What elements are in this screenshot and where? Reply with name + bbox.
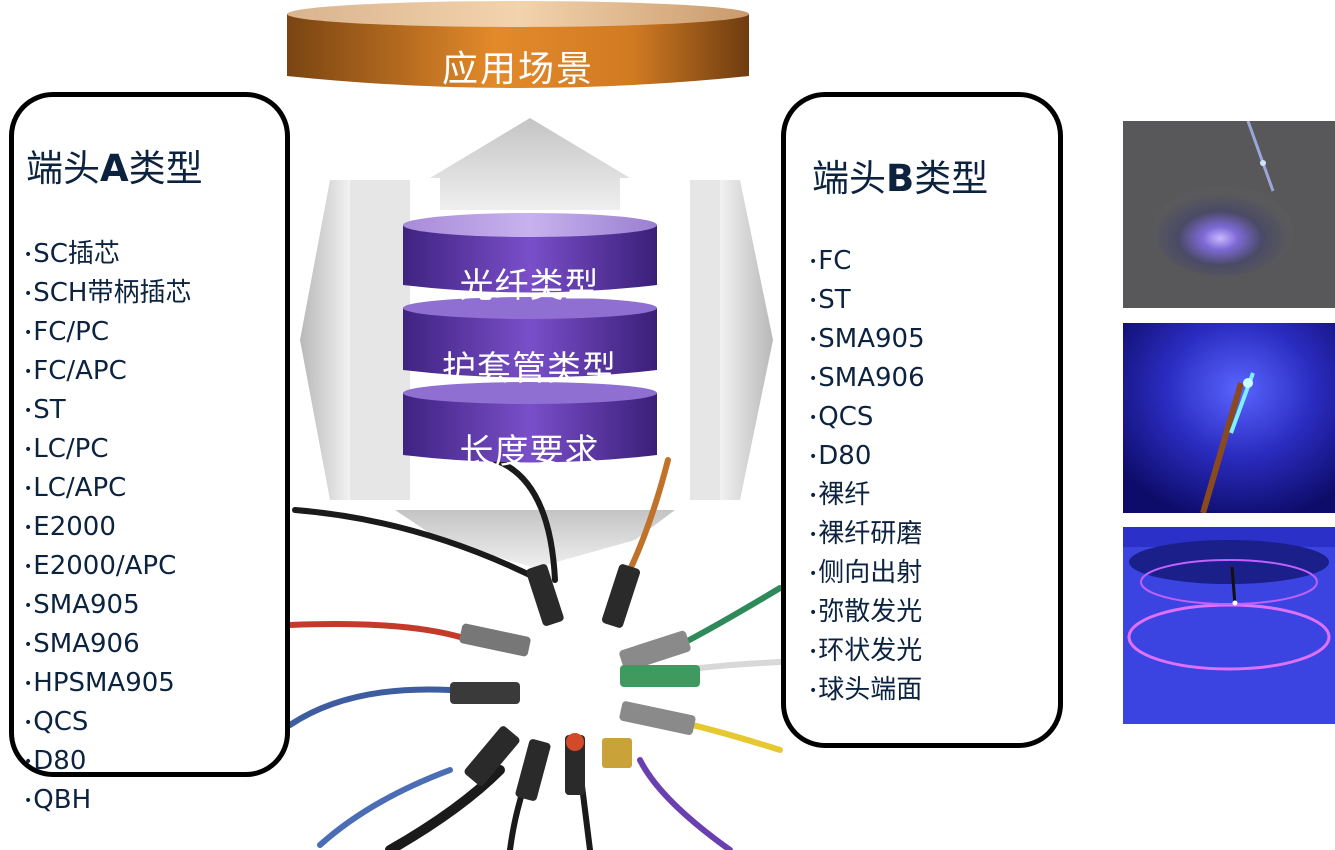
connector-ferrule — [565, 735, 585, 795]
connector-tip — [566, 733, 584, 751]
stack-label-length: 长度要求 — [459, 432, 600, 472]
up-arrow — [430, 118, 630, 210]
photo-fiber-diffuse-glow — [1123, 121, 1335, 308]
list-item: LC/PC — [24, 432, 191, 471]
connector-ferrule — [526, 564, 564, 626]
list-item: QBH — [24, 783, 191, 822]
list-item: SMA906 — [809, 361, 924, 400]
connector-ferrule — [601, 564, 641, 628]
left-arrow — [300, 180, 350, 500]
list-item: SCH带柄插芯 — [24, 276, 191, 315]
connector-b-list: FC ST SMA905 SMA906 QCS D80 裸纤 裸纤研磨 侧向出射… — [809, 244, 925, 712]
down-arrow — [395, 510, 675, 568]
connector-ferrule — [619, 630, 691, 672]
list-item: FC/APC — [24, 354, 191, 393]
list-item: 侧向出射 — [809, 556, 925, 595]
right-arrow — [720, 180, 773, 500]
photo-fiber-ring-emission — [1123, 527, 1335, 724]
panel-b-title: 端头B类型 — [812, 157, 989, 200]
list-item: SMA906 — [24, 627, 191, 666]
list-item: HPSMA905 — [24, 666, 191, 705]
connector-ferrule — [620, 665, 700, 687]
connector-ferrule — [464, 726, 520, 786]
connector-ferrule — [459, 623, 531, 657]
list-item: 弥散发光 — [809, 595, 925, 634]
connector-ferrule — [619, 701, 696, 735]
list-item: SMA905 — [809, 322, 924, 361]
list-item: LC/APC — [24, 471, 191, 510]
list-item: 球头端面 — [809, 673, 925, 712]
connector-ferrule — [602, 738, 632, 768]
list-item: ST — [24, 393, 191, 432]
list-item: QCS — [809, 400, 925, 439]
list-item: E2000 — [24, 510, 191, 549]
banner-label: 应用场景 — [441, 49, 594, 90]
list-item: 环状发光 — [809, 634, 925, 673]
list-item: E2000/APC — [24, 549, 191, 588]
list-item: QCS — [24, 705, 191, 744]
application-scenario-banner — [287, 1, 749, 88]
list-item: FC — [809, 244, 925, 283]
list-item: FC/PC — [24, 315, 191, 354]
stack-label-jacket-type: 护套管类型 — [442, 349, 617, 389]
photo-fiber-side-emission — [1123, 323, 1335, 513]
list-item: D80 — [809, 439, 925, 478]
list-item: ST — [809, 283, 925, 322]
panel-a-title: 端头A类型 — [26, 147, 203, 190]
stack-label-fiber-type: 光纤类型 — [459, 266, 600, 306]
center-diagram — [290, 118, 783, 850]
connector-ferrule — [515, 739, 551, 801]
list-item: 裸纤 — [809, 478, 925, 517]
connector-a-list: SC插芯 SCH带柄插芯 FC/PC FC/APC ST LC/PC LC/AP… — [24, 237, 191, 822]
list-item: SMA905 — [24, 588, 191, 627]
connector-ferrule — [450, 682, 520, 704]
list-item: D80 — [24, 744, 191, 783]
requirement-stack — [403, 213, 657, 463]
list-item: SC插芯 — [24, 237, 191, 276]
list-item: 裸纤研磨 — [809, 517, 925, 556]
